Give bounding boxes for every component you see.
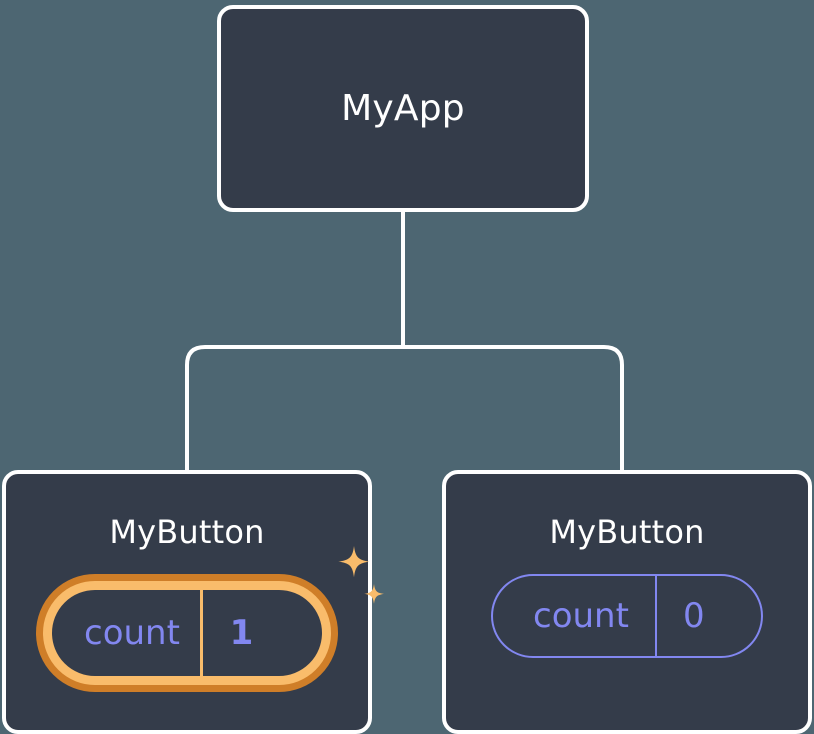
- state-pill-inner-left: count 1: [43, 581, 331, 685]
- state-value-label-right: 0: [682, 596, 705, 636]
- connector-child-bus: [185, 345, 624, 470]
- state-pill-wrapper-left: count 1: [36, 546, 384, 692]
- state-key-label-right: count: [533, 596, 629, 636]
- state-value-cell-right: 0: [654, 576, 731, 656]
- state-key-cell-right: count: [493, 576, 655, 656]
- component-node-mybutton-right[interactable]: MyButton count 0: [442, 470, 812, 734]
- node-title-mybutton-left: MyButton: [109, 513, 265, 551]
- state-pill-highlighted[interactable]: count 1: [36, 574, 338, 692]
- state-value-label-left: 1: [229, 613, 254, 653]
- node-title-mybutton-right: MyButton: [549, 513, 705, 551]
- state-pill-wrapper-right: count 0: [491, 574, 763, 658]
- component-node-mybutton-left[interactable]: MyButton count 1: [2, 470, 384, 734]
- state-value-cell-left: 1: [199, 590, 280, 676]
- component-node-myapp[interactable]: MyApp: [217, 5, 589, 212]
- node-title-myapp: MyApp: [341, 87, 465, 129]
- state-key-label-left: count: [84, 613, 180, 653]
- state-key-cell-left: count: [52, 590, 200, 676]
- state-pill-plain[interactable]: count 0: [491, 574, 763, 658]
- sparkle-large-icon: [338, 546, 370, 578]
